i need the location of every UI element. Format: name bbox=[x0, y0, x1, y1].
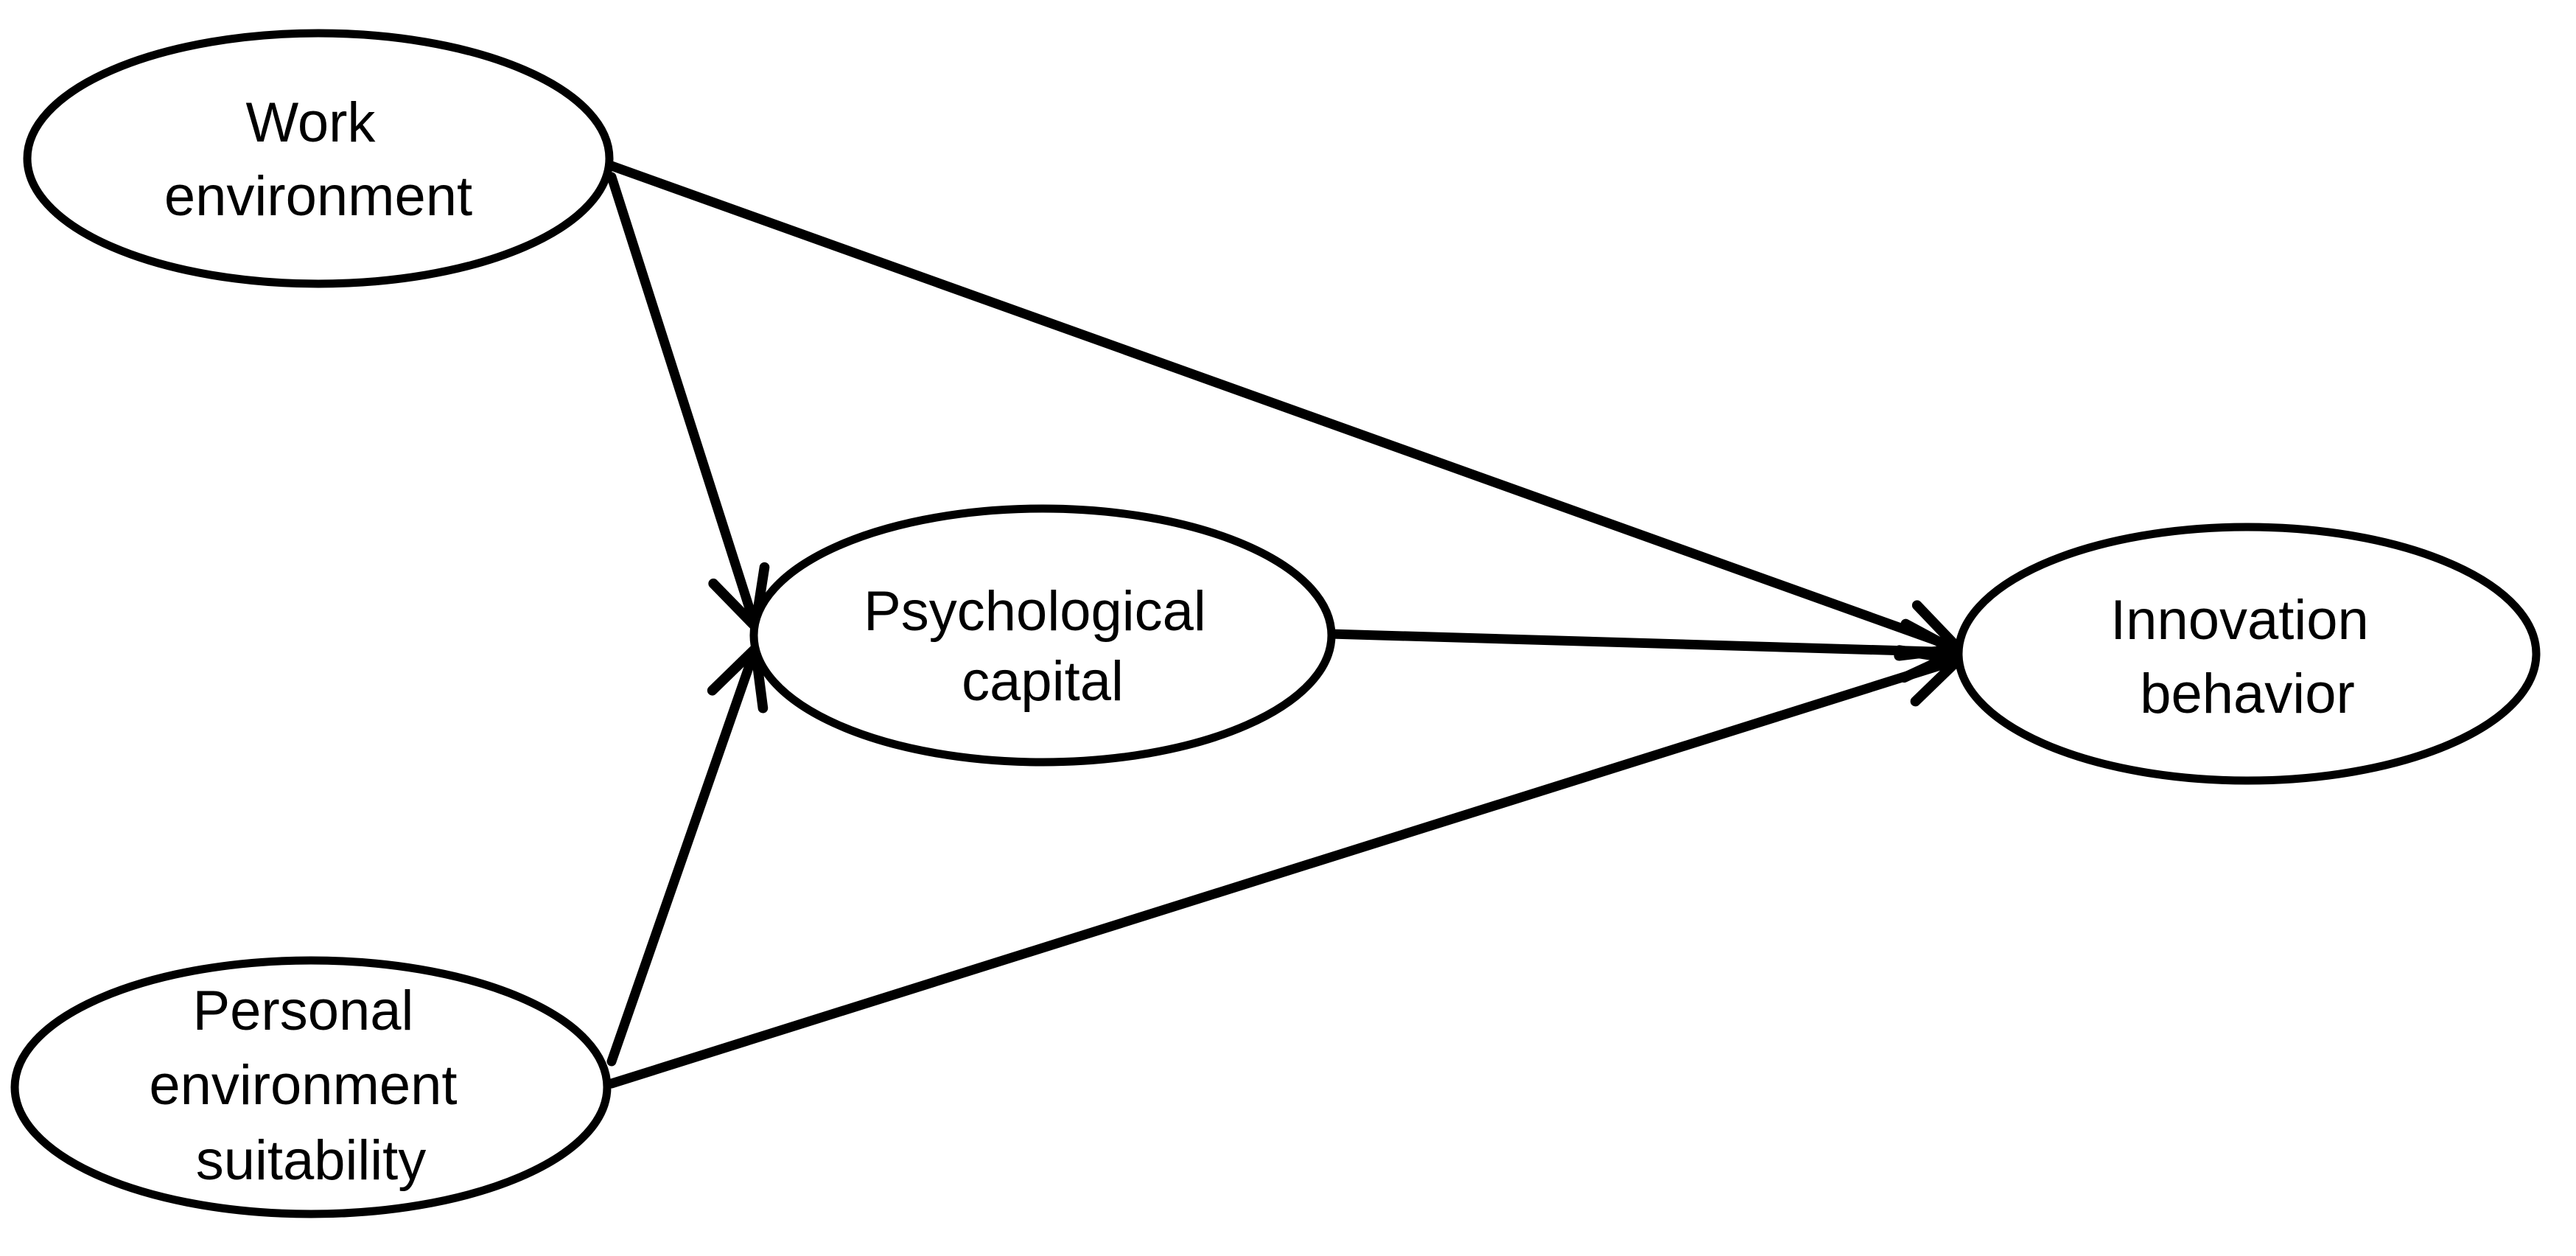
node-label-line: Work bbox=[245, 91, 376, 154]
svg-text:Innovation behavior: Innovation behavior bbox=[2110, 589, 2384, 725]
node-psychological-capital: Psychological capital bbox=[749, 504, 1336, 767]
node-label-line: capital bbox=[962, 650, 1124, 713]
node-label-line: environment bbox=[164, 165, 472, 228]
edge-psychological-to-innovation bbox=[1325, 618, 1964, 683]
edge-personal-to-innovation bbox=[606, 645, 1964, 1089]
node-personal-environment-suitability: Personal environment suitability bbox=[10, 956, 612, 1218]
node-label-line: environment bbox=[149, 1054, 457, 1117]
node-label-line: behavior bbox=[2140, 663, 2355, 725]
edge-personal-to-psychological bbox=[606, 643, 769, 1067]
svg-text:Personal environment: Personal environment suitability bbox=[149, 980, 472, 1192]
node-label-line: Innovation bbox=[2110, 589, 2369, 652]
node-ellipse bbox=[1954, 523, 2541, 785]
node-label-line: suitability bbox=[196, 1129, 427, 1192]
edge-work-to-psychological bbox=[606, 172, 770, 632]
node-label-line: Psychological bbox=[864, 580, 1206, 643]
node-label-line: Personal bbox=[192, 980, 413, 1042]
edges bbox=[606, 161, 1964, 1089]
svg-text:Psychological capital: Psychological capital bbox=[864, 580, 1222, 713]
node-work-environment: Work environment bbox=[23, 29, 614, 288]
node-ellipse bbox=[10, 956, 612, 1218]
node-ellipse bbox=[23, 29, 614, 288]
node-ellipse bbox=[749, 504, 1336, 767]
node-innovation-behavior: Innovation behavior bbox=[1954, 523, 2541, 785]
svg-text:Work environment: Work environment bbox=[164, 91, 472, 228]
edge-work-to-innovation bbox=[606, 161, 1964, 661]
